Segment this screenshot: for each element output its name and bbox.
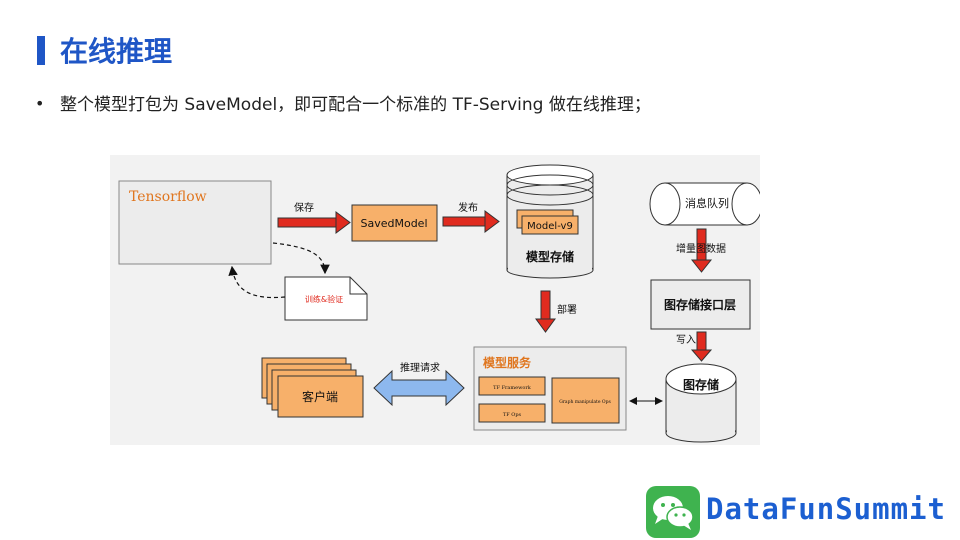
message-queue-cylinder (649, 182, 760, 226)
deploy-label: 部署 (557, 303, 577, 316)
bullet-marker: • (35, 94, 45, 113)
incremental-data-label: 增量图数据 (676, 242, 726, 255)
tf-ops-label: TF Ops (503, 412, 522, 418)
graph-storage-label: 图存储 (683, 377, 719, 392)
inference-request-label: 推理请求 (400, 361, 440, 374)
save-label: 保存 (294, 201, 314, 214)
deploy-arrow (535, 290, 556, 333)
write-arrow (690, 331, 713, 362)
doc-fold (349, 277, 367, 295)
graph-storage-api-box (650, 279, 751, 330)
architecture-diagram: Tensorflow 保存 SavedModel 发布 Model-v9 模型存… (110, 155, 760, 445)
incremental-data-arrow (690, 228, 713, 273)
tf-framework-label: TF Framework (493, 385, 532, 391)
tf-framework-box (478, 376, 546, 396)
save-arrow (277, 211, 351, 234)
tensorflow-label: Tensorflow (129, 189, 207, 205)
graph-storage-api-label: 图存储接口层 (664, 297, 736, 312)
message-queue-label: 消息队列 (685, 196, 729, 210)
train-validate-label: 训练&验证 (305, 294, 343, 304)
write-label: 写入 (676, 334, 696, 346)
client-stack (261, 357, 364, 418)
client-label: 客户端 (302, 389, 338, 404)
page-title: 在线推理 (60, 35, 173, 68)
train-validate-doc (284, 276, 368, 321)
savedmodel-label: SavedModel (360, 217, 427, 230)
model-storage-label: 模型存储 (526, 249, 574, 264)
savedmodel-box (351, 204, 438, 242)
graph-ops-box (551, 377, 620, 424)
inference-request-arrow (373, 369, 465, 407)
brand-logo-text: DataFunSummit (706, 492, 946, 526)
wechat-logo-icon (646, 486, 700, 538)
bullet-text: 整个模型打包为 SaveModel，即可配合一个标准的 TF-Serving 做… (60, 95, 651, 115)
tensorflow-box (118, 180, 272, 265)
diagram-svg: Tensorflow 保存 SavedModel 发布 Model-v9 模型存… (118, 164, 760, 443)
validate-dashed-arrow (228, 265, 286, 299)
train-dashed-arrow (272, 242, 330, 275)
graph-ops-label: Graph manipulate Ops (559, 399, 611, 405)
model-service-label: 模型服务 (483, 355, 532, 370)
model-version-label: Model-v9 (527, 221, 573, 232)
graph-storage-cylinder (665, 363, 737, 443)
publish-label: 发布 (458, 201, 478, 214)
model-version-box (521, 215, 579, 235)
title-accent-bar (37, 36, 45, 65)
publish-arrow (442, 210, 500, 233)
tf-ops-box (478, 403, 546, 423)
